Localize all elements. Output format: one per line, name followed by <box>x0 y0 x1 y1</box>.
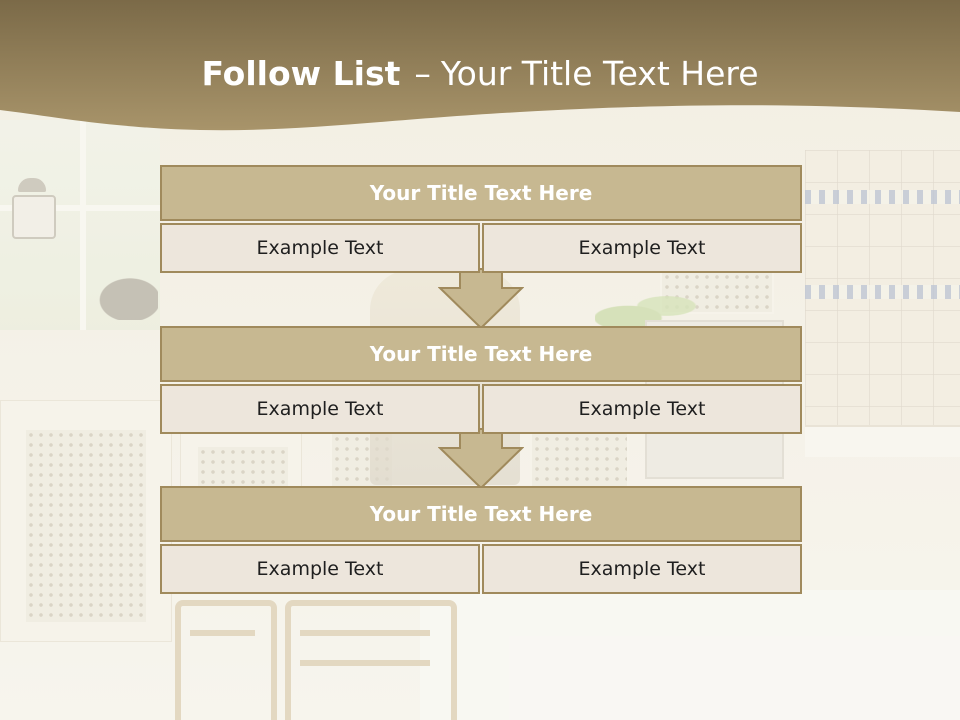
step-block-1: Your Title Text Here Example Text Exampl… <box>160 165 802 273</box>
step-cell: Example Text <box>160 223 480 273</box>
table <box>420 590 960 720</box>
step-row: Example Text Example Text <box>160 544 802 594</box>
step-cell: Example Text <box>160 544 480 594</box>
arrow-down-icon <box>438 428 524 490</box>
lattice-panel <box>24 428 148 624</box>
chair <box>285 600 457 720</box>
header-band: Follow List–Your Title Text Here <box>0 0 960 140</box>
step-cell: Example Text <box>482 384 802 434</box>
step-title: Your Title Text Here <box>160 165 802 221</box>
step-row: Example Text Example Text <box>160 384 802 434</box>
step-cell: Example Text <box>482 223 802 273</box>
step-block-2: Your Title Text Here Example Text Exampl… <box>160 326 802 434</box>
slide-title-strong: Follow List <box>201 54 401 93</box>
step-row: Example Text Example Text <box>160 223 802 273</box>
lantern <box>12 195 56 239</box>
step-title: Your Title Text Here <box>160 486 802 542</box>
chair <box>175 600 277 720</box>
arrow-down-icon <box>438 268 524 330</box>
cat <box>88 270 158 320</box>
slide-title: Follow List–Your Title Text Here <box>0 52 960 96</box>
step-cell: Example Text <box>160 384 480 434</box>
slide-title-rest: Your Title Text Here <box>440 54 759 93</box>
slide-title-separator: – <box>414 54 431 93</box>
header-wave <box>0 0 960 131</box>
step-title: Your Title Text Here <box>160 326 802 382</box>
step-cell: Example Text <box>482 544 802 594</box>
step-block-3: Your Title Text Here Example Text Exampl… <box>160 486 802 594</box>
